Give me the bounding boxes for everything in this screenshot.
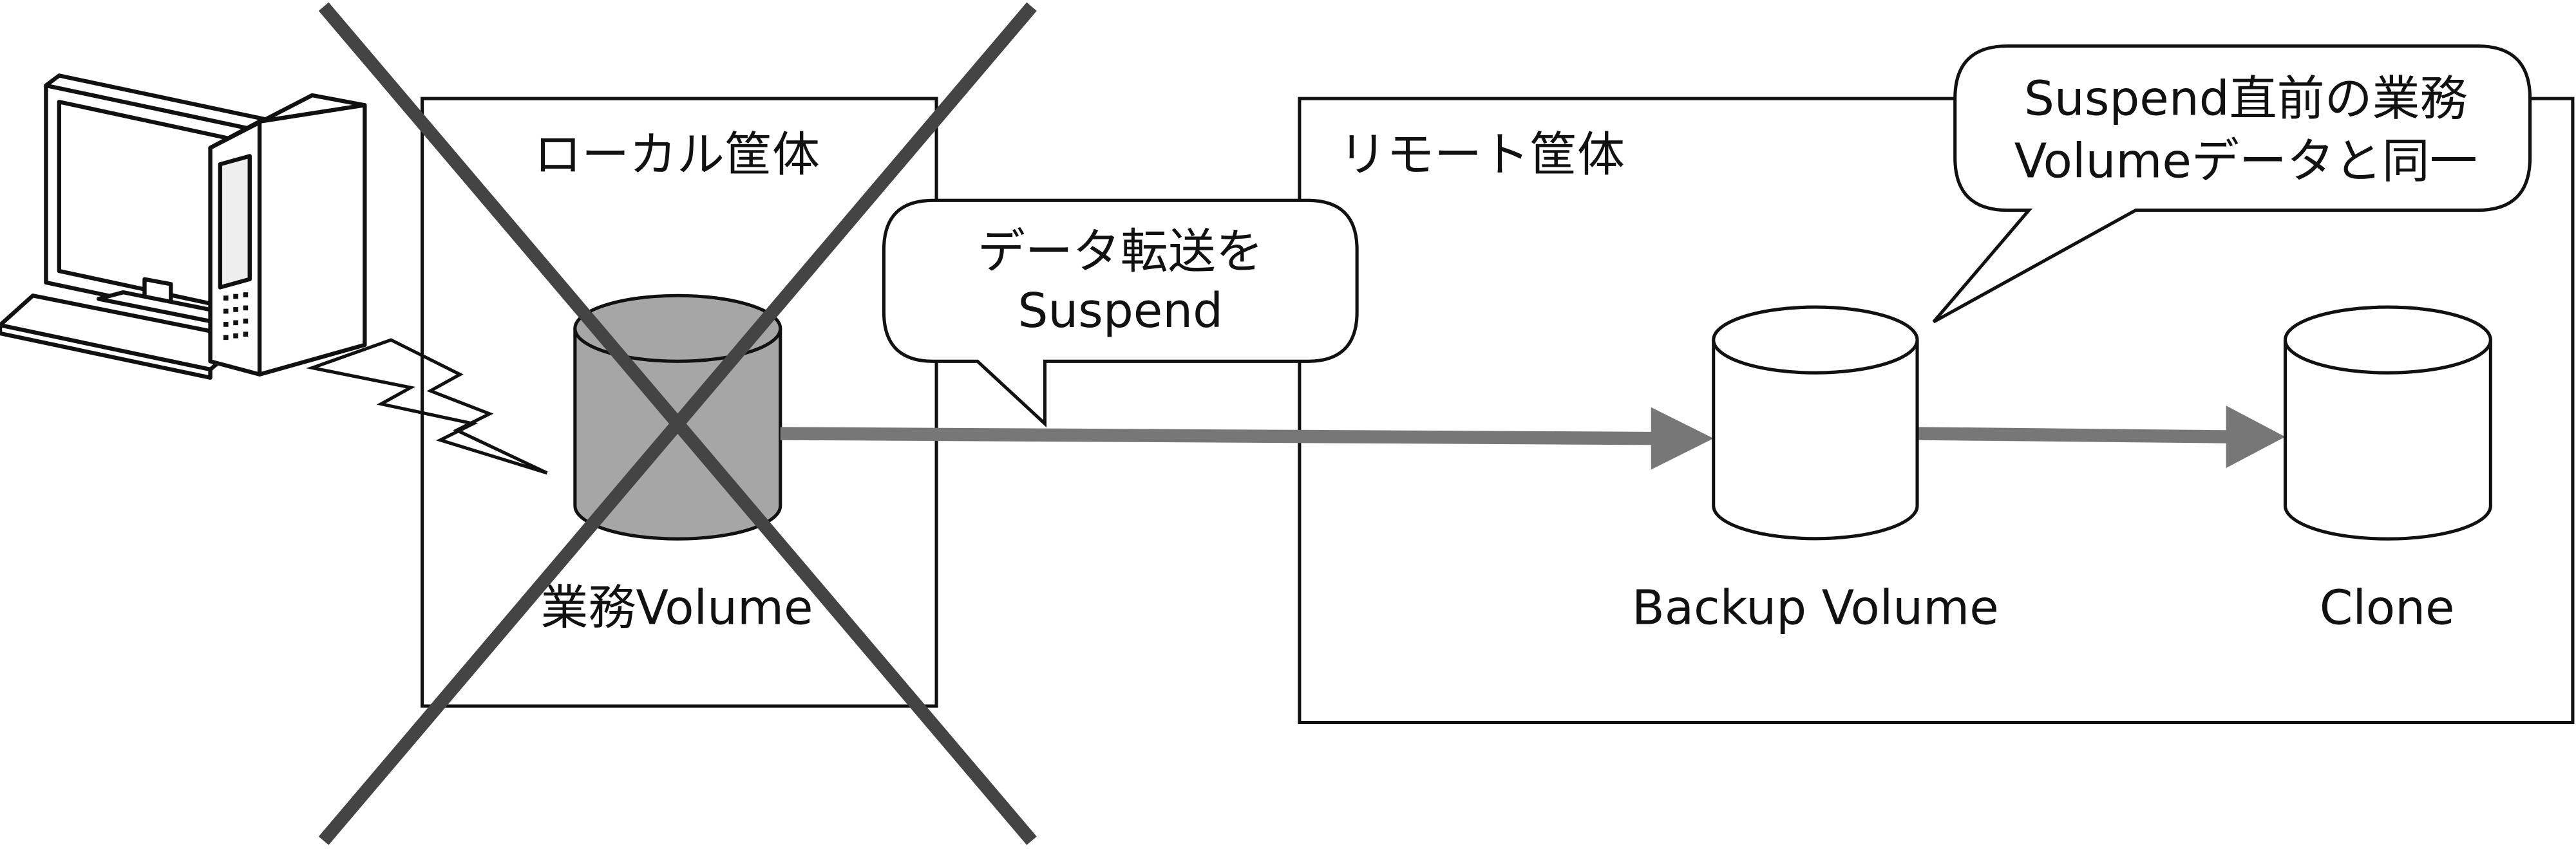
callout-transfer-bubble xyxy=(882,198,1359,428)
arrow-icon xyxy=(780,407,1714,470)
callout-transfer-line2: Suspend xyxy=(1018,283,1223,339)
backup-volume-label: Backup Volume xyxy=(1632,581,1999,636)
callout-transfer-line1: データ転送を xyxy=(978,224,1264,279)
computer-icon xyxy=(0,73,367,380)
cylinder-icon xyxy=(1712,305,1919,541)
arrow-icon xyxy=(1917,406,2286,469)
remote-enclosure-label: リモート筐体 xyxy=(1339,127,1625,182)
clone-label: Clone xyxy=(2320,581,2455,636)
lightning-icon xyxy=(306,338,548,475)
active-volume-label: 業務Volume xyxy=(540,581,813,636)
callout-identical-bubble xyxy=(1932,44,2532,324)
local-enclosure-label: ローカル筐体 xyxy=(534,127,820,182)
callout-identical-line2: Volumeデータと同一 xyxy=(2014,134,2477,189)
callout-identical-line1: Suspend直前の業務 xyxy=(2024,71,2468,127)
local-enclosure-box xyxy=(421,97,938,708)
cylinder-icon xyxy=(2283,305,2492,541)
remote-enclosure-box xyxy=(1298,97,2575,725)
cross-icon xyxy=(318,2,1037,845)
